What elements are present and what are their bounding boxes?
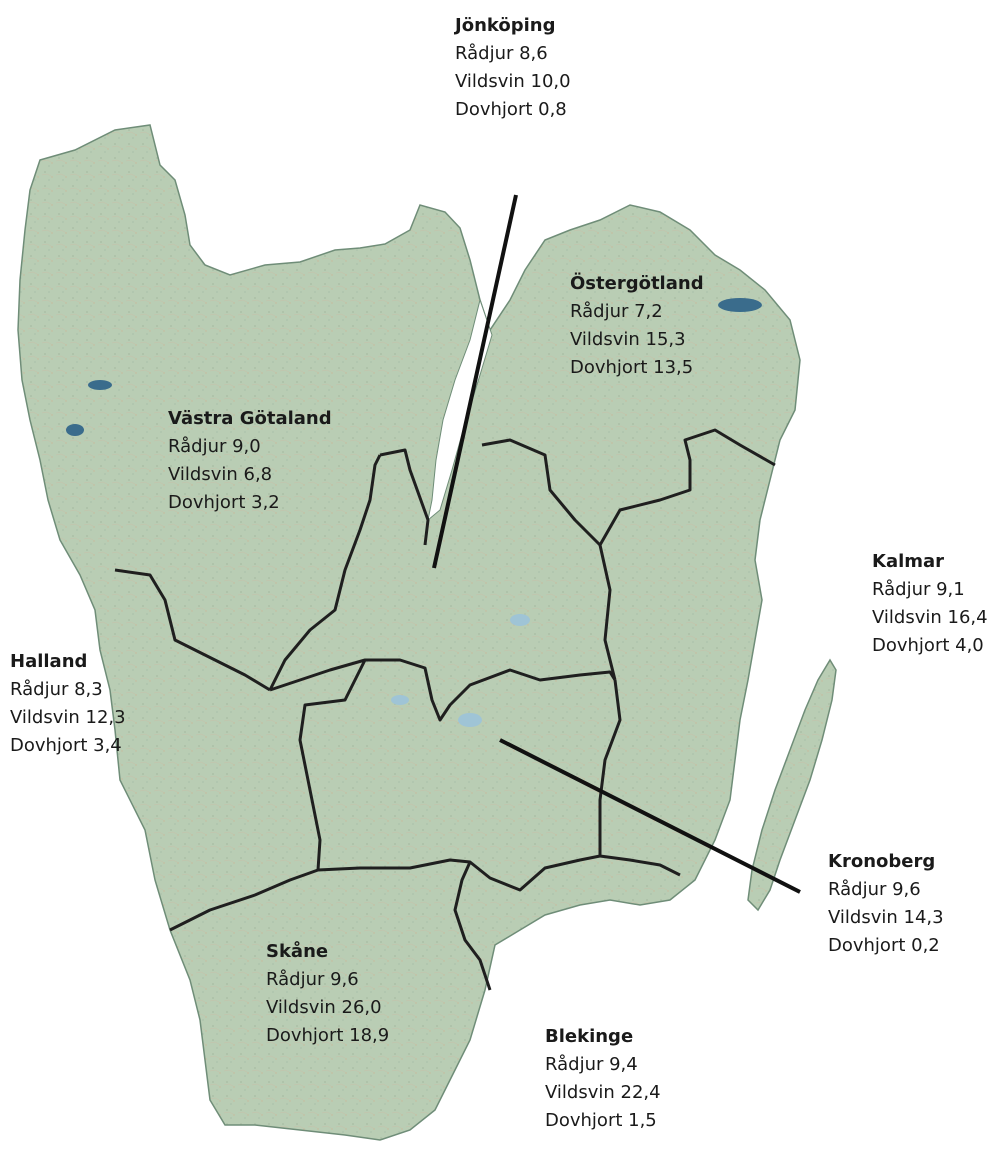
county-label-kronoberg: Kronoberg Rådjur 9,6 Vildsvin 14,3 Dovhj…	[828, 848, 944, 960]
stat-dovhjort: Dovhjort 18,9	[266, 1025, 390, 1046]
border-jonkoping-kronoberg	[269, 658, 617, 722]
stat-vildsvin: Vildsvin 16,4	[872, 607, 988, 628]
county-label-skane: Skåne Rådjur 9,6 Vildsvin 26,0 Dovhjort …	[266, 938, 389, 1050]
stat-radjur: Rådjur 8,6	[455, 43, 548, 64]
county-name: Östergötland	[570, 273, 704, 294]
stat-dovhjort: Dovhjort 1,5	[545, 1110, 657, 1131]
county-label-blekinge: Blekinge Rådjur 9,4 Vildsvin 22,4 Dovhjo…	[545, 1023, 661, 1135]
county-label-jonkoping: Jönköping Rådjur 8,6 Vildsvin 10,0 Dovhj…	[455, 12, 571, 124]
stat-radjur: Rådjur 7,2	[570, 301, 663, 322]
county-name: Halland	[10, 651, 88, 672]
lake	[458, 713, 482, 727]
border-vastra-gotaland-halland	[114, 568, 271, 692]
leader-line-kronoberg	[499, 738, 801, 894]
border-kronoberg-halland	[298, 659, 367, 871]
stat-vildsvin: Vildsvin 14,3	[828, 907, 944, 928]
lake	[88, 380, 112, 390]
border-halland-skane	[169, 868, 319, 932]
stat-dovhjort: Dovhjort 4,0	[872, 635, 984, 656]
stat-dovhjort: Dovhjort 13,5	[570, 357, 694, 378]
county-label-kalmar: Kalmar Rådjur 9,1 Vildsvin 16,4 Dovhjort…	[872, 548, 988, 660]
county-label-vastra-gotaland: Västra Götaland Rådjur 9,0 Vildsvin 6,8 …	[168, 405, 332, 517]
stat-radjur: Rådjur 9,6	[828, 879, 921, 900]
stat-radjur: Rådjur 9,6	[266, 969, 359, 990]
border-vastra-gotaland-jonkoping-west	[268, 454, 382, 691]
county-name: Västra Götaland	[168, 408, 332, 429]
stat-dovhjort: Dovhjort 3,2	[168, 492, 280, 513]
stat-radjur: Rådjur 8,3	[10, 679, 103, 700]
border-vastra-gotaland-jonkoping	[379, 448, 430, 546]
land-area	[17, 124, 801, 1141]
county-label-halland: Halland Rådjur 8,3 Vildsvin 12,3 Dovhjor…	[10, 648, 126, 760]
stat-vildsvin: Vildsvin 12,3	[10, 707, 126, 728]
lake	[391, 695, 409, 705]
stat-dovhjort: Dovhjort 0,2	[828, 935, 940, 956]
border-skane-blekinge	[453, 861, 492, 991]
border-kronoberg-skane	[317, 854, 601, 892]
border-jonkoping-kalmar	[598, 544, 617, 681]
stat-vildsvin: Vildsvin 10,0	[455, 71, 571, 92]
stat-dovhjort: Dovhjort 0,8	[455, 99, 567, 120]
border-kronoberg-kalmar	[598, 679, 681, 877]
lake	[510, 614, 530, 626]
county-name: Kronoberg	[828, 851, 936, 872]
stat-vildsvin: Vildsvin 15,3	[570, 329, 686, 350]
stat-radjur: Rådjur 9,4	[545, 1054, 638, 1075]
county-label-ostergotland: Östergötland Rådjur 7,2 Vildsvin 15,3 Do…	[570, 270, 704, 382]
oland-island	[747, 658, 837, 912]
county-name: Jönköping	[455, 15, 556, 36]
lake	[66, 424, 84, 436]
lake	[718, 298, 762, 312]
stat-vildsvin: Vildsvin 26,0	[266, 997, 382, 1018]
stat-dovhjort: Dovhjort 3,4	[10, 735, 122, 756]
stat-radjur: Rådjur 9,0	[168, 436, 261, 457]
stat-vildsvin: Vildsvin 22,4	[545, 1082, 661, 1103]
stat-vildsvin: Vildsvin 6,8	[168, 464, 273, 485]
county-name: Kalmar	[872, 551, 945, 572]
leader-line-jonkoping	[432, 194, 518, 569]
county-name: Blekinge	[545, 1026, 634, 1047]
county-name: Skåne	[266, 941, 329, 962]
border-jonkoping-ostergotland	[481, 428, 776, 547]
stat-radjur: Rådjur 9,1	[872, 579, 965, 600]
